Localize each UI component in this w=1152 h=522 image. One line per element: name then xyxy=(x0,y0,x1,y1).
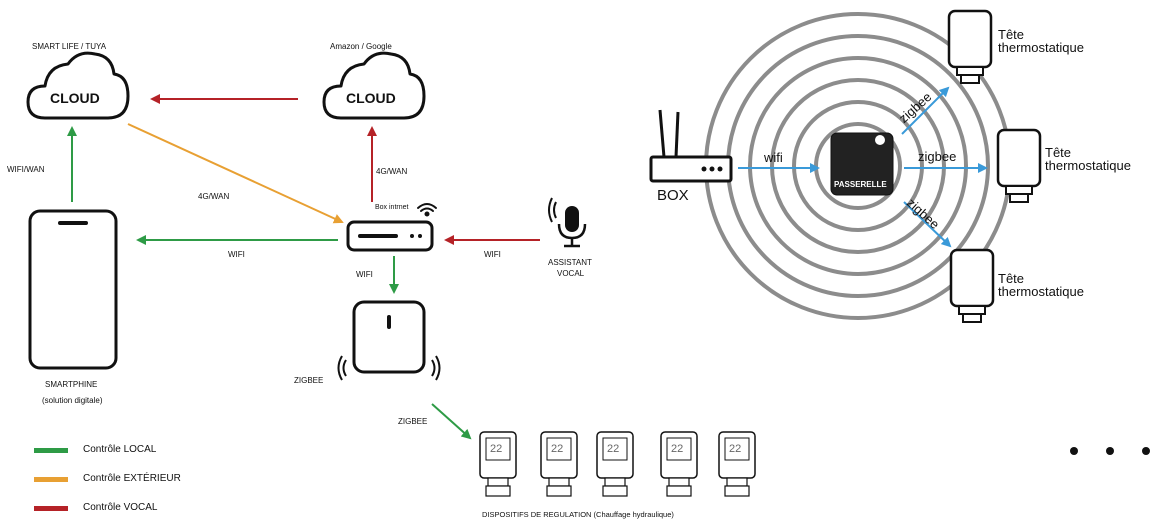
thermostat-device-3 xyxy=(596,431,634,497)
thermostat-device-1 xyxy=(479,431,517,497)
thermostatic-head-bottom xyxy=(949,248,995,323)
legend-line-external xyxy=(34,477,68,482)
cloud-right-icon xyxy=(322,51,426,120)
smartphone-icon xyxy=(28,209,118,370)
legend-label-external: Contrôle EXTÉRIEUR xyxy=(83,473,181,484)
label-wifi-left: WIFI xyxy=(228,250,245,259)
arrow-zigbee-bottom xyxy=(903,201,952,248)
head-top-line2: thermostatique xyxy=(998,40,1084,55)
assistant-line2: VOCAL xyxy=(557,269,585,278)
box-label: BOX xyxy=(657,187,689,204)
smartphone-label-line1: SMARTPHINE xyxy=(45,380,98,389)
head-mid-line2: thermostatique xyxy=(1045,158,1131,173)
thermostat-display-4: 22 xyxy=(671,443,684,455)
arrow-zigbee-top xyxy=(901,86,950,135)
thermostat-display-2: 22 xyxy=(551,443,564,455)
thermostat-display-5: 22 xyxy=(729,443,742,455)
thermostat-display-3: 22 xyxy=(607,443,620,455)
microphone-icon xyxy=(548,197,587,248)
cloud-left-label: CLOUD xyxy=(50,90,100,106)
devices-caption: DISPOSITIFS DE REGULATION (Chauffage hyd… xyxy=(482,510,674,519)
ellipsis-dot-3 xyxy=(1142,447,1150,455)
box-router-icon xyxy=(649,109,733,183)
label-zigbee-arrow: ZIGBEE xyxy=(398,417,428,426)
label-wifi-right: WIFI xyxy=(484,250,501,259)
label-4g-wan-red: 4G/WAN xyxy=(376,167,408,176)
zigbee-gateway-icon xyxy=(337,300,441,381)
legend-line-vocal xyxy=(34,506,68,511)
thermostat-display-1: 22 xyxy=(490,443,503,455)
thermostat-device-5 xyxy=(718,431,756,497)
cloud-left-icon xyxy=(26,51,130,120)
cloud-right-label: CLOUD xyxy=(346,90,396,106)
thermostatic-head-top xyxy=(947,9,993,84)
passerelle-icon xyxy=(830,132,894,196)
legend-line-local xyxy=(34,448,68,453)
legend-label-local: Contrôle LOCAL xyxy=(83,444,157,455)
legend-label-vocal: Contrôle VOCAL xyxy=(83,502,158,513)
router-box-icon xyxy=(346,220,434,252)
head-bottom-line2: thermostatique xyxy=(998,284,1084,299)
ellipsis-dot-2 xyxy=(1106,447,1114,455)
wifi-label: wifi xyxy=(764,150,783,165)
ellipsis-dot-1 xyxy=(1070,447,1078,455)
cloud-left-title: SMART LIFE / TUYA xyxy=(32,42,107,51)
zigbee-label-mid: zigbee xyxy=(918,149,957,164)
arrow-gateway-to-devices xyxy=(431,403,472,440)
arrow-cloud-to-box-orange xyxy=(127,123,344,224)
head-mid-line1: Tête xyxy=(1045,145,1072,160)
head-bottom-line1: Tête xyxy=(998,271,1025,286)
label-box-intrnet: Box intrnet xyxy=(375,204,409,211)
thermostat-device-4 xyxy=(660,431,698,497)
label-wifi-wan: WIFI/WAN xyxy=(7,165,45,174)
assistant-line1: ASSISTANT xyxy=(548,258,592,267)
smartphone-label-line2: (solution digitale) xyxy=(42,396,103,405)
label-zigbee-gateway: ZIGBEE xyxy=(294,376,324,385)
label-wifi-down: WIFI xyxy=(356,270,373,279)
passerelle-label: PASSERELLE xyxy=(834,180,887,189)
thermostat-device-2 xyxy=(540,431,578,497)
wifi-icon xyxy=(417,203,437,217)
head-top-line1: Tête xyxy=(998,27,1025,42)
label-4g-wan-orange: 4G/WAN xyxy=(198,192,230,201)
thermostatic-head-mid xyxy=(996,128,1042,203)
cloud-right-title: Amazon / Google xyxy=(330,42,392,51)
